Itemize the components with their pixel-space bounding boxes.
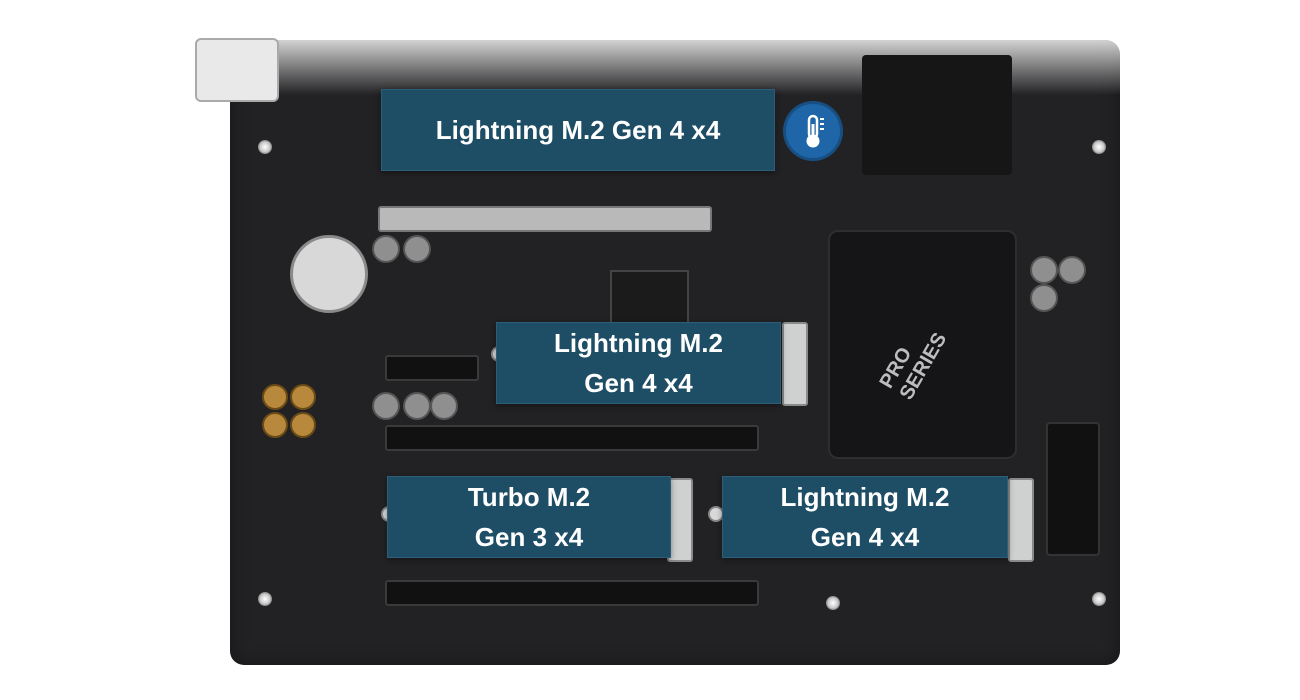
capacitor [1030,284,1058,312]
top-fade [180,0,1160,95]
led [1092,140,1106,154]
audio-jack [262,384,288,410]
pcie-x16-slot [378,206,712,232]
m2-slot-label: Turbo M.2 Gen 3 x4 [467,482,591,552]
chipset-heatsink [830,232,1015,457]
audio-jack [290,412,316,438]
m2-slot-middle: Lightning M.2 Gen 4 x4 [496,322,781,404]
audio-jack [290,384,316,410]
led [826,596,840,610]
m2-slot-bottom-right: Lightning M.2 Gen 4 x4 [722,476,1008,558]
m2-standoff [667,478,693,562]
capacitor [403,235,431,263]
pcie-slot-3 [385,580,759,606]
pcie-x1-slot [385,355,479,381]
capacitor [372,392,400,420]
m2-slot-bottom-left: Turbo M.2 Gen 3 x4 [387,476,671,558]
m2-standoff [782,322,808,406]
led [1092,592,1106,606]
audio-jack [262,412,288,438]
m2-slot-label: Lightning M.2 Gen 4 x4 [435,115,721,145]
capacitor [372,235,400,263]
capacitor [1030,256,1058,284]
thermometer-icon [786,104,840,158]
cmos-battery [290,235,368,313]
led [258,592,272,606]
m2-standoff [1008,478,1034,562]
m2-slot-top: Lightning M.2 Gen 4 x4 [381,89,775,171]
pcie-slot-2 [385,425,759,451]
capacitor [430,392,458,420]
m2-slot-label: Lightning M.2 Gen 4 x4 [554,328,723,398]
m2-slot-label: Lightning M.2 Gen 4 x4 [780,482,950,552]
vrm-area [862,55,1012,175]
led [258,140,272,154]
capacitor [1058,256,1086,284]
io-shield-connector [195,38,279,102]
sata-ports [1046,422,1100,556]
capacitor [403,392,431,420]
